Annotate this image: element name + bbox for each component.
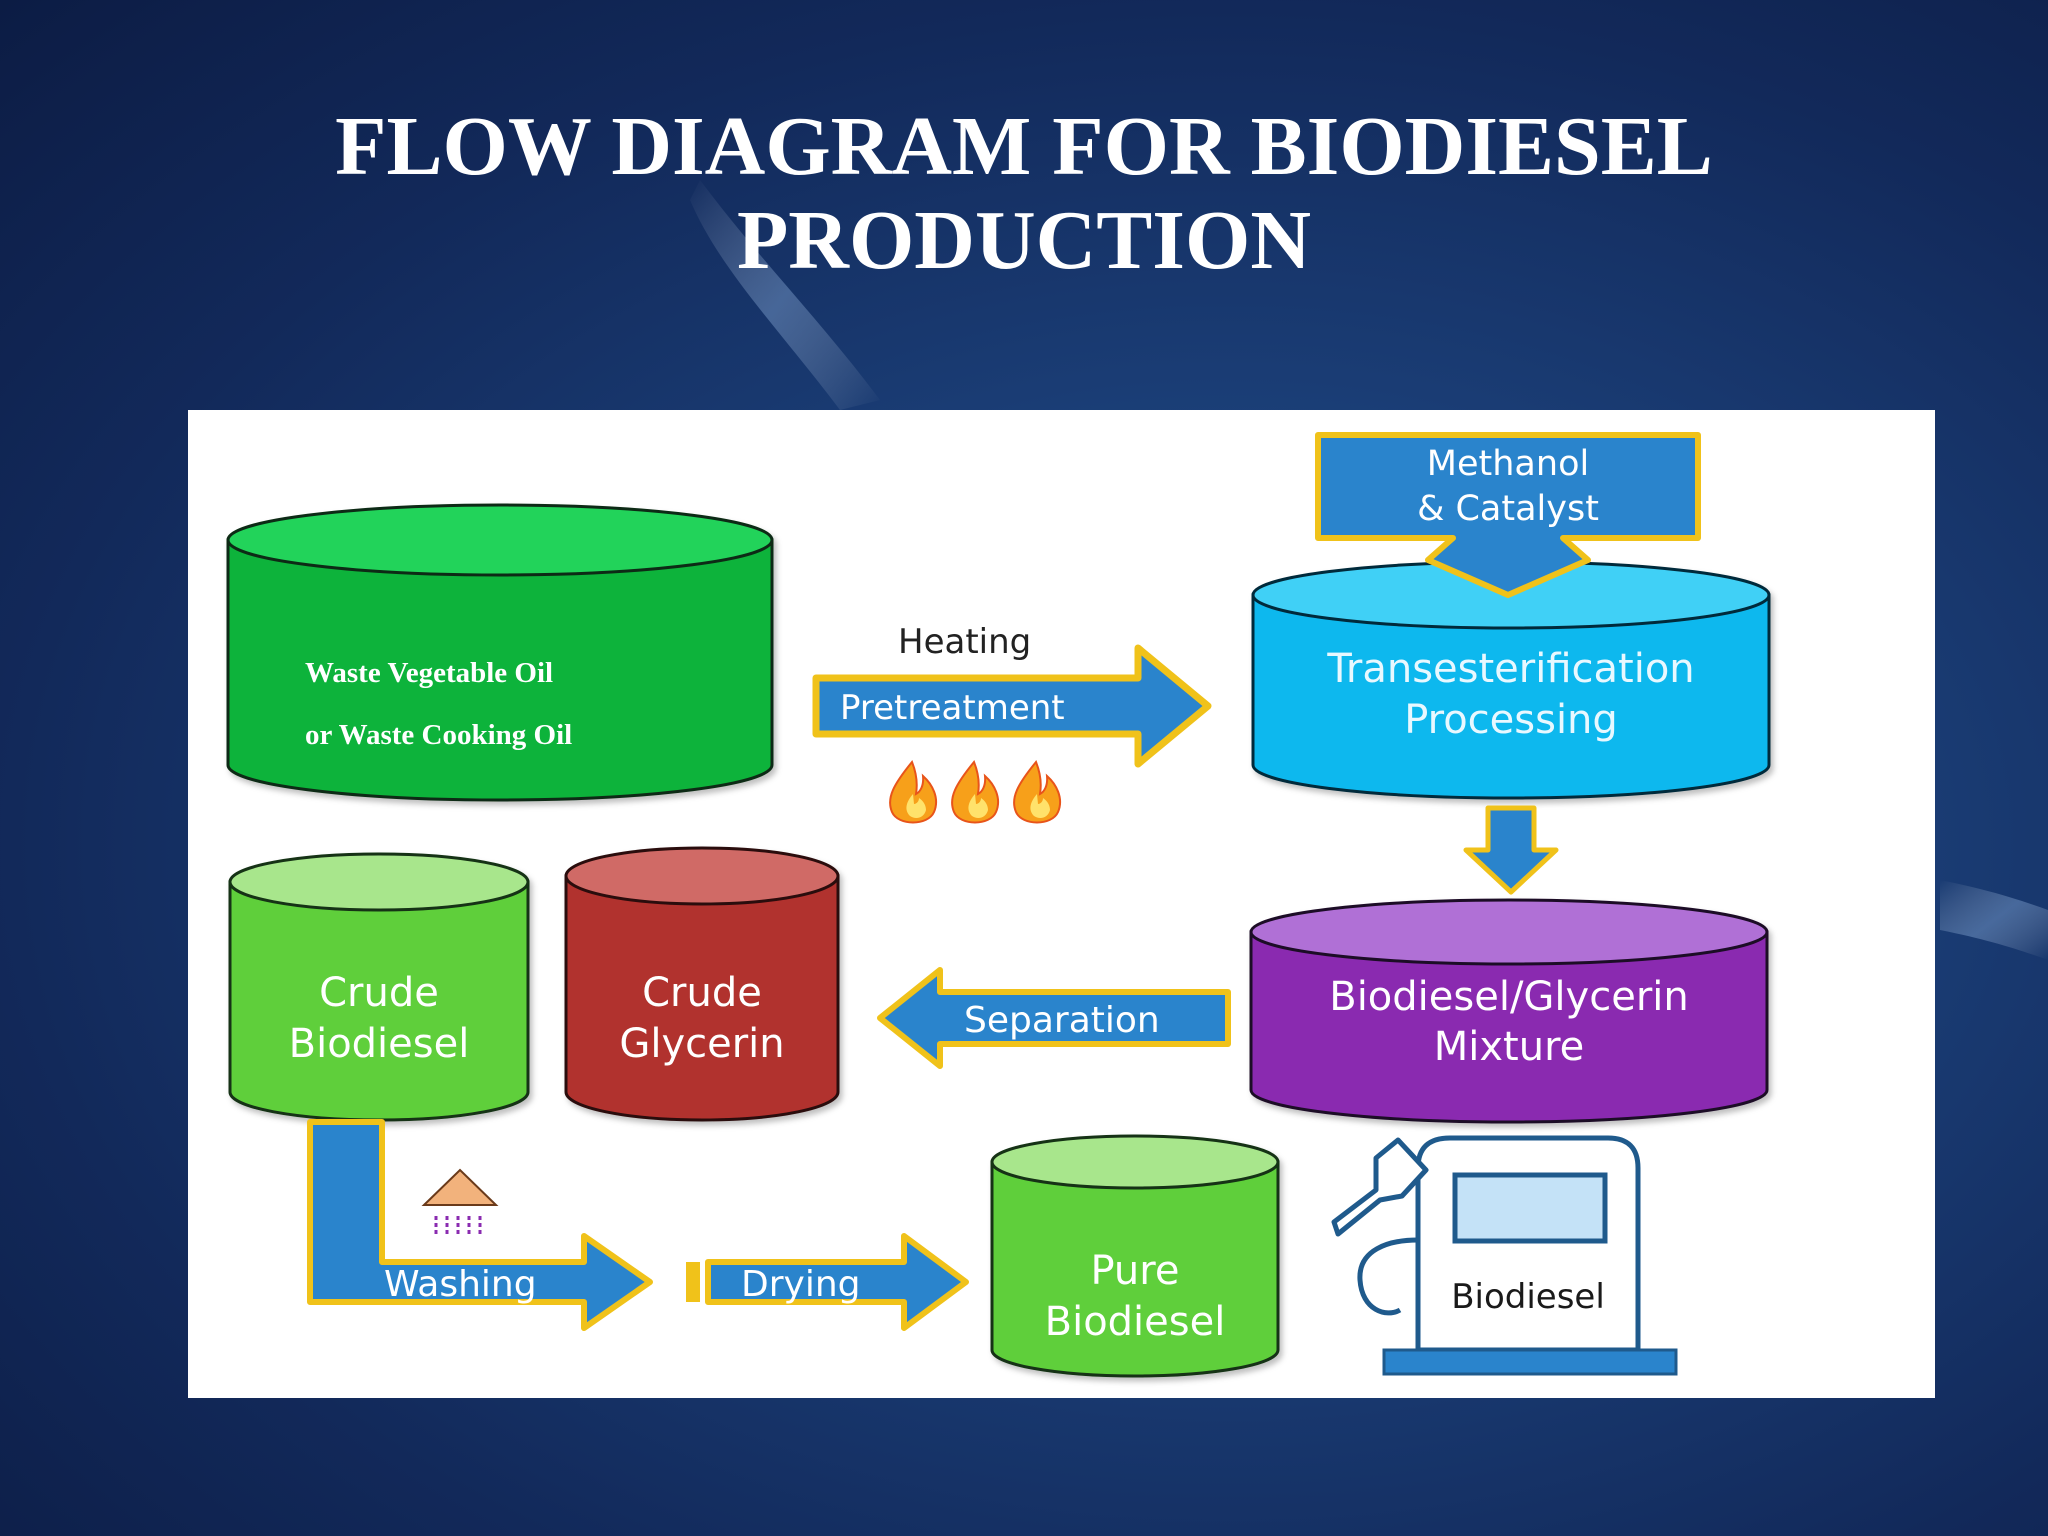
drying-arrow-tail — [686, 1262, 700, 1302]
fire-icon — [951, 760, 1000, 824]
pure-biodiesel-line-1: Pure — [1091, 1248, 1180, 1294]
drying-arrow — [705, 1233, 969, 1331]
flow-diagram: Waste Vegetable Oil or Waste Cooking Oil… — [226, 432, 1771, 1378]
washing-arrow — [307, 1119, 653, 1331]
methanol-line-2: & Catalyst — [1417, 489, 1599, 529]
feedstock-line-1: Waste Vegetable Oil — [305, 657, 553, 689]
title-line-2: PRODUCTION — [736, 194, 1311, 287]
mixture-tank — [1249, 898, 1769, 1124]
methanol-catalyst-arrow — [1315, 432, 1701, 598]
crude-biodiesel-line-2: Biodiesel — [289, 1021, 470, 1067]
down-arrow — [1463, 805, 1559, 895]
pure-biodiesel-line-2: Biodiesel — [1045, 1299, 1226, 1345]
separation-arrow — [877, 967, 1231, 1069]
crude-glycerin-line-1: Crude — [642, 970, 762, 1016]
diagram-panel: Waste Vegetable Oil or Waste Cooking Oil… — [188, 410, 1935, 1398]
crude-glycerin-tank — [564, 846, 840, 1122]
heating-label: Heating — [898, 622, 1031, 662]
crude-biodiesel-line-1: Crude — [319, 970, 439, 1016]
methanol-line-1: Methanol — [1427, 444, 1589, 484]
pretreatment-arrow — [812, 644, 1212, 768]
fire-icon — [1013, 760, 1062, 824]
title-line-1: FLOW DIAGRAM FOR BIODIESEL — [335, 100, 1713, 193]
slide-title: FLOW DIAGRAM FOR BIODIESEL PRODUCTION — [224, 100, 1824, 288]
drying-label: Drying — [741, 1264, 861, 1305]
pretreatment-label: Pretreatment — [840, 688, 1065, 728]
crude-biodiesel-tank — [228, 852, 530, 1122]
mixture-line-2: Mixture — [1434, 1024, 1585, 1070]
shower-icon — [421, 1168, 499, 1236]
washing-label: Washing — [384, 1264, 537, 1305]
pump-label: Biodiesel — [1451, 1277, 1605, 1317]
fuel-pump-icon — [1331, 1135, 1678, 1376]
transesterification-line-1: Transesterification — [1326, 646, 1694, 692]
fire-icon — [889, 760, 938, 824]
separation-label: Separation — [964, 1000, 1160, 1041]
feedstock-line-2: or Waste Cooking Oil — [305, 719, 572, 751]
pure-biodiesel-tank — [990, 1134, 1280, 1378]
crude-glycerin-line-2: Glycerin — [619, 1021, 784, 1067]
transesterification-line-2: Processing — [1404, 697, 1618, 743]
mixture-line-1: Biodiesel/Glycerin — [1329, 974, 1688, 1020]
feedstock-tank — [226, 503, 774, 802]
